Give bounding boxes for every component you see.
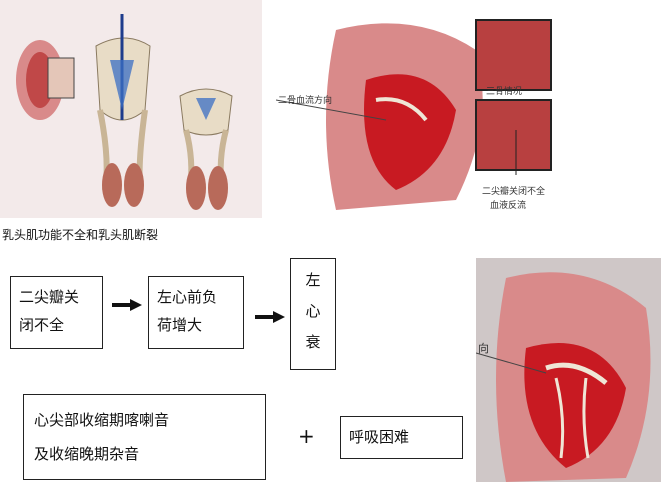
plus-sign: + <box>298 424 315 448</box>
small-heart-icon <box>16 40 75 120</box>
papillary-caption: 乳头肌功能不全和乳头肌断裂 <box>2 228 159 242</box>
box1-line1: 二尖瓣关 <box>19 288 80 306</box>
valve-column-right <box>179 88 233 210</box>
mitral-regurgitation-panel: 二骨血流方向 三骨情况 二尖瓣关闭不全 血液反流 <box>275 0 661 218</box>
box2-line2: 荷增大 <box>157 316 203 334</box>
papillary-muscle-illustration <box>16 14 233 210</box>
regurgitation-label-1: 二尖瓣关闭不全 <box>482 187 546 197</box>
box-left-heart-failure: 左 心 衰 <box>290 258 336 370</box>
box2-line1: 左心前负 <box>157 288 218 306</box>
box-dyspnea: 呼吸困难 <box>340 416 463 459</box>
detail-label-fragment: 向 <box>478 342 489 355</box>
normal-label: 三骨情况 <box>486 87 523 97</box>
box4-line2: 及收缩晚期杂音 <box>34 445 140 463</box>
box-preload-increase: 左心前负 荷增大 <box>148 276 244 349</box>
heart-detail-panel: 向 <box>475 258 661 482</box>
heart-detail-illustration <box>475 272 651 482</box>
box5-line1: 呼吸困难 <box>349 428 410 446</box>
box-systolic-murmur: 心尖部收缩期喀喇音 及收缩晚期杂音 <box>23 394 266 480</box>
regurgitation-label-2: 血液反流 <box>490 201 527 211</box>
box3-line1: 左 <box>305 271 321 289</box>
box3-line3: 衰 <box>305 333 321 351</box>
box-mitral-insufficiency: 二尖瓣关 闭不全 <box>10 276 103 349</box>
blood-flow-label: 二骨血流方向 <box>278 96 333 106</box>
valve-column-left <box>95 14 151 207</box>
arrow-right-icon <box>255 311 285 323</box>
box4-line1: 心尖部收缩期喀喇音 <box>34 411 170 429</box>
arrow-right-icon <box>112 299 142 311</box>
heart-cross-section-illustration <box>275 19 552 211</box>
papillary-illustration-panel <box>0 0 262 218</box>
box1-line2: 闭不全 <box>19 316 65 334</box>
box3-line2: 心 <box>305 302 321 320</box>
